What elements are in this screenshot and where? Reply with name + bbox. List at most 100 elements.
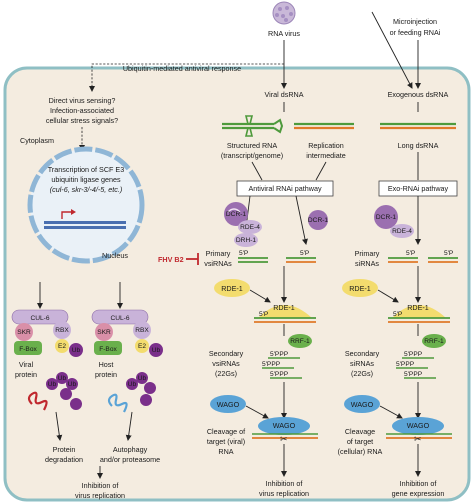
cleavage-cellular-label: Cleavage — [345, 427, 375, 436]
microinjection-arrow — [371, 11, 413, 89]
svg-text:Infection-associated: Infection-associated — [50, 106, 114, 115]
svg-text:ubiquitin ligase genes: ubiquitin ligase genes — [51, 175, 121, 184]
ubiquitinated-viral-protein — [27, 372, 82, 411]
svg-text:5'PPP: 5'PPP — [262, 361, 281, 368]
svg-text:and/or proteasome: and/or proteasome — [100, 455, 160, 464]
wago-free-antiviral — [210, 395, 246, 413]
exogenous-dsrna-label: Exogenous dsRNA — [388, 90, 449, 99]
antiviral-rnai-pathway-box — [236, 180, 334, 197]
svg-text:RDE-1: RDE-1 — [349, 284, 371, 293]
svg-text:intermediate: intermediate — [306, 151, 346, 160]
svg-text:5'PPP: 5'PPP — [270, 351, 289, 358]
rde1-bound-exo — [388, 305, 450, 323]
inhibition-virus-replication-a: Inhibition of — [82, 481, 119, 490]
skr-label-b: SKR — [97, 329, 111, 336]
structured-rna — [222, 115, 284, 137]
nucleus-label: Nucleus — [102, 251, 128, 260]
replication-intermediate-label: Replication — [308, 141, 344, 150]
replication-intermediate — [294, 122, 354, 130]
autophagy-label: Autophagy — [113, 445, 148, 454]
svg-text:RDE-1: RDE-1 — [221, 284, 243, 293]
svg-text:RRF-1: RRF-1 — [424, 338, 444, 345]
svg-text:Ub: Ub — [152, 347, 161, 354]
transcription-label: Transcription of SCF E3 — [48, 165, 124, 174]
cleavage-viral-label: Cleavage of — [207, 427, 245, 436]
rde4-label-exo: RDE-4 — [392, 228, 412, 235]
e2-label-a: E2 — [58, 343, 66, 350]
rna-virus-icon — [272, 1, 296, 25]
cul6-label-b: CUL-6 — [110, 315, 129, 322]
svg-text:RNA: RNA — [218, 447, 233, 456]
nucleus — [27, 146, 145, 264]
primary-sirna-duplex — [388, 257, 458, 263]
feeding-label: or feeding RNAi — [390, 28, 441, 37]
svg-text:5'PPP: 5'PPP — [270, 371, 289, 378]
primary-vsirna-duplex — [238, 257, 316, 263]
long-dsrna-label: Long dsRNA — [398, 141, 439, 150]
wago-bound-antiviral: ✂ — [252, 417, 318, 444]
secondary-vsirnas-label: Secondary — [209, 349, 244, 358]
long-dsrna — [380, 122, 456, 130]
svg-text:cellular stress signals?: cellular stress signals? — [46, 116, 118, 125]
svg-text:Antiviral RNAi pathway: Antiviral RNAi pathway — [248, 184, 322, 193]
viral-dsrna-label: Viral dsRNA — [264, 90, 303, 99]
scf-complex-host — [91, 309, 163, 357]
svg-text:Ub: Ub — [128, 381, 137, 388]
svg-text:siRNAs: siRNAs — [350, 359, 374, 368]
rde1-free-exo — [342, 279, 378, 297]
rbx-label-b: RBX — [135, 327, 149, 334]
svg-text:vsiRNAs: vsiRNAs — [204, 259, 232, 268]
rbx-label-a: RBX — [55, 327, 69, 334]
svg-text:RRF-1: RRF-1 — [290, 338, 310, 345]
rrf1-antiviral — [288, 334, 312, 348]
rna-virus-label: RNA virus — [268, 29, 300, 38]
protein-degradation-label: Protein — [53, 445, 76, 454]
rde4-label-antiviral: RDE-4 — [240, 224, 260, 231]
dcr1-complex-exo — [374, 205, 414, 238]
svg-text:5'P: 5'P — [444, 250, 454, 257]
fbox-label-b: F-Box — [99, 346, 117, 353]
svg-text:Ub: Ub — [48, 381, 57, 388]
svg-text:Ub: Ub — [58, 375, 67, 382]
svg-text:5'PPP: 5'PPP — [396, 361, 415, 368]
svg-text:5'P: 5'P — [393, 311, 403, 318]
svg-text:5'PPP: 5'PPP — [404, 351, 423, 358]
dna-gene — [44, 209, 126, 229]
svg-text:WAGO: WAGO — [351, 400, 374, 409]
svg-text:5'P: 5'P — [259, 311, 269, 318]
microinjection-label: Microinjection — [393, 17, 437, 26]
direct-sensing-label: Direct virus sensing? — [49, 96, 116, 105]
svg-text:Ub: Ub — [68, 381, 77, 388]
svg-text:siRNAs: siRNAs — [355, 259, 379, 268]
svg-text:(22Gs): (22Gs) — [351, 369, 373, 378]
drh1-label: DRH-1 — [236, 237, 256, 244]
secondary-sirnas-label: Secondary — [345, 349, 380, 358]
svg-text:5'PPP: 5'PPP — [404, 371, 423, 378]
svg-text:Ub: Ub — [138, 375, 147, 382]
svg-text:protein: protein — [95, 370, 117, 379]
secondary-vsirnas — [262, 357, 302, 379]
dcr1-complex-antiviral — [224, 202, 262, 247]
ubiquitinated-host-protein — [107, 372, 156, 413]
svg-text:degradation: degradation — [45, 455, 83, 464]
svg-text:✂: ✂ — [414, 434, 422, 444]
svg-text:RDE-1: RDE-1 — [273, 303, 295, 312]
ubiquitin-response-label: Ubiquitin-mediated antiviral response — [123, 64, 241, 73]
dcr1-label-mini: DCR-1 — [308, 217, 328, 224]
svg-text:WAGO: WAGO — [273, 421, 296, 430]
svg-text:WAGO: WAGO — [407, 421, 430, 430]
svg-text:(cellular) RNA: (cellular) RNA — [338, 447, 383, 456]
ubiquitin-response-arrow — [89, 63, 284, 92]
cytoplasm-label: Cytoplasm — [20, 136, 54, 145]
svg-text:WAGO: WAGO — [217, 400, 240, 409]
svg-text:Ub: Ub — [72, 347, 81, 354]
viral-protein-label: Viral — [19, 360, 34, 369]
fbox-label-a: F-Box — [19, 346, 37, 353]
inhibition-gene-expression: Inhibition of — [400, 479, 437, 488]
host-protein-label: Host — [99, 360, 114, 369]
svg-text:virus replication: virus replication — [259, 489, 309, 498]
rde1-free-antiviral — [214, 279, 250, 297]
rrf1-exo — [422, 334, 446, 348]
svg-text:5'P: 5'P — [406, 250, 416, 257]
